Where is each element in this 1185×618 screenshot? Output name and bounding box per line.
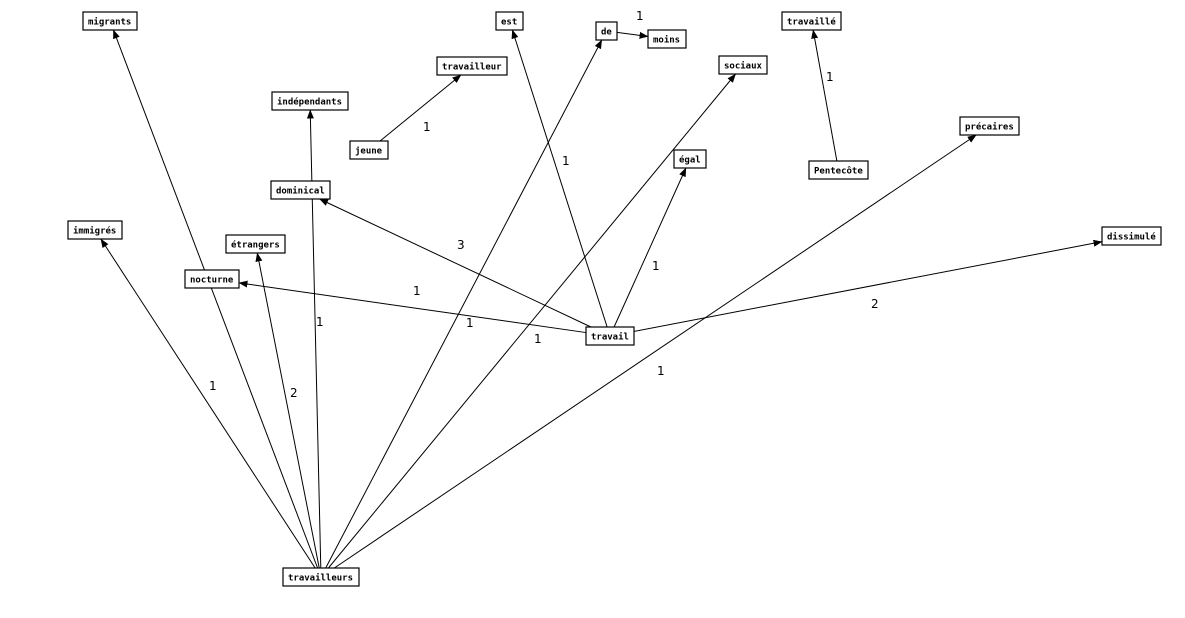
node-immigres: immigrés: [67, 220, 123, 240]
node-label: immigrés: [73, 226, 116, 237]
edge-weight-label: 1: [657, 364, 665, 378]
node-box: [82, 11, 138, 31]
edge-weight-label: 1: [534, 332, 542, 346]
node-box: [271, 91, 349, 111]
edge-weight-label: 1: [413, 284, 421, 298]
node-box: [718, 55, 768, 75]
edge-travailleurs-immigres: [100, 238, 316, 569]
node-box: [349, 140, 389, 160]
node-box: [781, 11, 842, 31]
node-box: [282, 567, 360, 587]
node-precaires: précaires: [959, 116, 1020, 136]
edge-travail-dissimule: [633, 239, 1103, 332]
node-label: de: [601, 28, 612, 38]
edge-weight-label: 1: [209, 379, 217, 393]
node-box: [808, 160, 869, 180]
edge-weight-label: 1: [562, 154, 570, 168]
node-jeune: jeune: [349, 140, 389, 160]
edge-travailleurs-etrangers: [255, 252, 320, 569]
edge-travail-nocturne: [238, 280, 587, 334]
node-label: migrants: [88, 17, 131, 28]
edge-weight-label: 1: [316, 315, 324, 329]
edge-travailleurs-independants: [306, 109, 322, 569]
node-moins: moins: [647, 29, 687, 49]
node-label: dominical: [276, 186, 325, 197]
nodes-layer: migrants est de moins travaillé travailleur so…: [67, 11, 1162, 587]
node-label: Pentecôte: [814, 166, 863, 177]
node-box: [595, 21, 618, 41]
edges-layer: 1 1 1 1 1 3 1 2 1 2 1 1 1 1: [100, 9, 1103, 569]
node-label: sociaux: [724, 61, 763, 72]
edge-jeune-travailleur: [379, 74, 462, 142]
node-label: est: [501, 18, 517, 28]
node-dominical: dominical: [270, 180, 331, 200]
node-box: [585, 326, 635, 346]
node-box: [647, 29, 687, 49]
node-box: [1101, 226, 1162, 246]
edge-weight-label: 2: [871, 297, 879, 311]
node-box: [673, 149, 707, 169]
node-independants: indépendants: [271, 91, 349, 111]
edge-weight-label: 2: [290, 386, 298, 400]
node-box: [184, 269, 240, 289]
node-label: travaillé: [787, 17, 836, 28]
edge-travailleurs-migrants: [112, 29, 319, 569]
edge-weight-label: 1: [466, 316, 474, 330]
edge-travail-egal: [613, 167, 687, 328]
node-box: [270, 180, 331, 200]
edge-travail-est: [511, 29, 608, 328]
node-travaille: travaillé: [781, 11, 842, 31]
node-travail: travail: [585, 326, 635, 346]
node-travailleurs: travailleurs: [282, 567, 360, 587]
node-de: de: [595, 21, 618, 41]
node-box: [67, 220, 123, 240]
edge-weight-label: 1: [636, 9, 644, 23]
node-travailleur: travailleur: [436, 56, 508, 76]
edge-travailleurs-sociaux: [328, 73, 736, 569]
edge-pentecote-travaille: [811, 29, 838, 162]
node-box: [959, 116, 1020, 136]
node-egal: égal: [673, 149, 707, 169]
node-label: égal: [679, 155, 701, 166]
node-etrangers: étrangers: [225, 234, 286, 254]
edge-weight-label: 3: [457, 238, 465, 252]
node-label: jeune: [355, 146, 383, 157]
node-label: nocturne: [190, 276, 234, 286]
node-label: travailleur: [442, 62, 502, 73]
node-box: [436, 56, 508, 76]
node-dissimule: dissimulé: [1101, 226, 1162, 246]
node-sociaux: sociaux: [718, 55, 768, 75]
edge-travailleurs-de: [325, 39, 603, 569]
node-label: dissimulé: [1107, 232, 1156, 243]
node-label: travailleurs: [288, 573, 353, 584]
node-box: [495, 11, 524, 31]
edge-de-moins: [616, 31, 649, 39]
node-label: précaires: [965, 122, 1014, 133]
node-nocturne: nocturne: [184, 269, 240, 289]
node-label: travail: [591, 332, 629, 343]
node-migrants: migrants: [82, 11, 138, 31]
node-label: moins: [653, 35, 680, 46]
edge-weight-label: 1: [652, 259, 660, 273]
edge-weight-label: 1: [423, 120, 431, 134]
node-est: est: [495, 11, 524, 31]
edge-travail-dominical: [319, 198, 592, 328]
node-pentecote: Pentecôte: [808, 160, 869, 180]
node-label: indépendants: [277, 97, 342, 108]
edge-weight-label: 1: [826, 70, 834, 84]
node-label: étrangers: [231, 240, 280, 251]
node-box: [225, 234, 286, 254]
edge-travailleurs-precaires: [334, 134, 977, 569]
